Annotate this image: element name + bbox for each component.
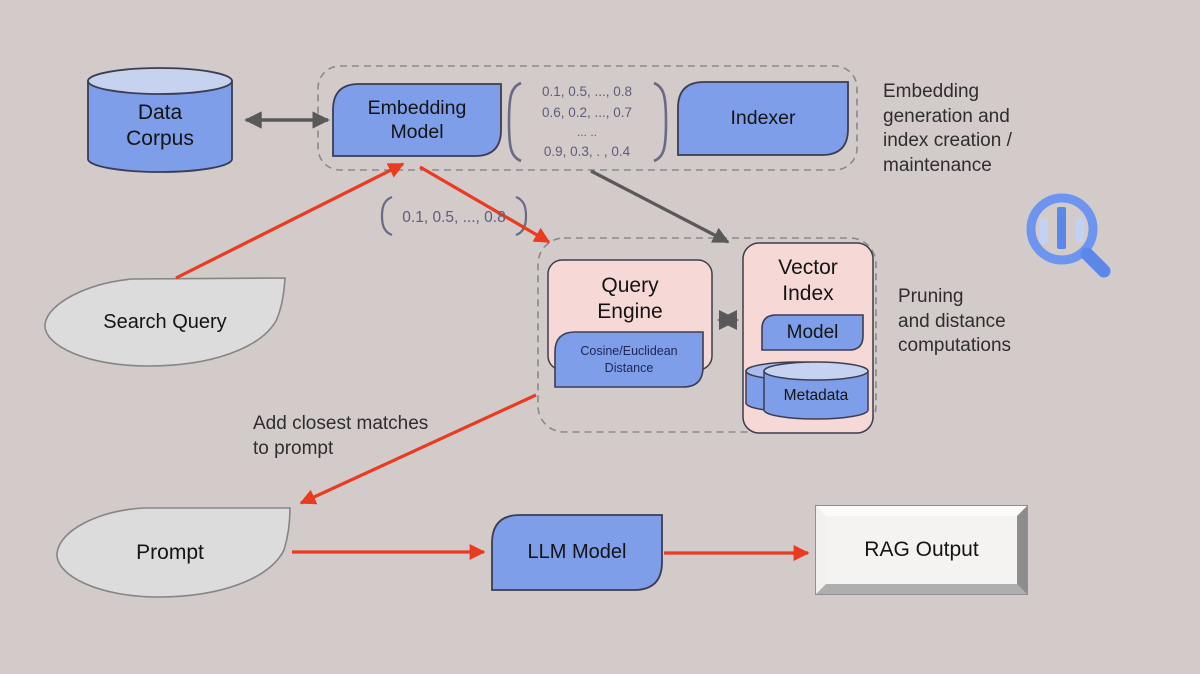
caption-pruning: Pruning and distance computations <box>898 286 1012 357</box>
llm-model-label: LLM Model <box>527 541 627 563</box>
prompt-node <box>56 507 291 598</box>
arrow-matches-to-prompt <box>299 393 537 505</box>
data-corpus-node <box>87 67 233 173</box>
arrow-embedding-to-retrieval <box>419 165 551 244</box>
embedding-model-label: Embedding Model <box>367 96 467 143</box>
search-query-node <box>44 277 286 367</box>
metadata-node <box>745 361 869 420</box>
caption-embedding-generation: Embedding generation and index creation … <box>883 81 1012 177</box>
caption-add-matches: Add closest matches to prompt <box>253 413 429 459</box>
prompt-label: Prompt <box>136 540 204 564</box>
cylinder-top <box>87 67 233 95</box>
search-query-label: Search Query <box>103 311 227 333</box>
llm-model-node <box>491 514 663 591</box>
data-corpus-label: Data Corpus <box>126 100 194 150</box>
arrow-searchquery-to-embedding <box>175 162 405 280</box>
indexer-label: Indexer <box>730 107 796 129</box>
retrieval-group <box>537 237 877 433</box>
model-label: Model <box>786 321 839 343</box>
query-vector-label: 0.1, 0.5, ..., 0.8 <box>402 209 506 226</box>
cosine-distance-node <box>554 331 704 388</box>
rag-output-bevel <box>816 506 1027 594</box>
model-node <box>761 314 864 351</box>
rag-output-node: RAG Output <box>815 505 1028 595</box>
embedding-model-node <box>332 83 502 157</box>
search-analytics-icon <box>1026 193 1111 278</box>
cylinder-top <box>763 361 869 381</box>
matrix-row: 0.6, 0.2, ..., 0.7 <box>541 104 633 120</box>
vector-brackets <box>380 195 528 237</box>
embedding-matrix: 0.1, 0.5, ..., 0.8 0.6, 0.2, ..., 0.7 ..… <box>516 84 658 160</box>
arrow-index-to-vectorindex <box>590 169 730 244</box>
matrix-row: ... .. <box>576 125 597 140</box>
rag-output-label: RAG Output <box>826 516 1017 584</box>
cosine-distance-label: Cosine/Euclidean Distance <box>580 343 678 375</box>
query-engine-label: Query Engine <box>597 273 663 323</box>
matrix-row: 0.1, 0.5, ..., 0.8 <box>541 84 633 99</box>
vector-index-label: Vector Index <box>778 256 838 305</box>
matrix-brackets <box>507 81 668 163</box>
metadata-label: Metadata <box>783 387 849 404</box>
matrix-row: 0.9, 0.3, . , 0.4 <box>543 143 631 159</box>
indexer-node <box>677 81 849 156</box>
